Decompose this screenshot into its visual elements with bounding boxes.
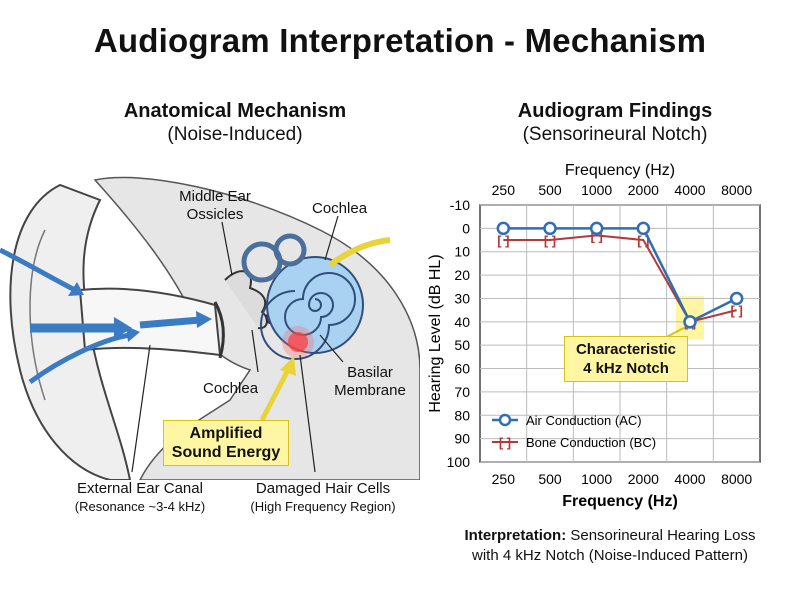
bone-conduction-marker: [ ] xyxy=(731,303,743,318)
leader-basilar xyxy=(319,334,344,363)
y-axis-title: Hearing Level (dB HL) xyxy=(427,254,444,412)
label-hair-line2: (High Frequency Region) xyxy=(250,499,396,514)
leader-hair-cells xyxy=(299,354,316,473)
x-tick-label-top: 2000 xyxy=(628,182,659,198)
y-tick-label: 90 xyxy=(454,431,470,447)
bone-conduction-marker: [ ] xyxy=(544,233,556,248)
interpretation-rest: Sensorineural Hearing Loss xyxy=(570,527,756,544)
cochlea-shape xyxy=(266,256,364,354)
cochlea-spiral xyxy=(260,272,356,360)
y-tick-label: 50 xyxy=(454,337,470,353)
x-tick-label-top: 500 xyxy=(538,182,562,198)
canal-arrow xyxy=(139,316,201,329)
x-tick-label-top: 8000 xyxy=(721,182,752,198)
y-tick-label: -10 xyxy=(450,197,470,213)
label-cochlea-top: Cochlea xyxy=(312,200,368,217)
y-tick-label: 100 xyxy=(447,454,471,470)
air-conduction-line xyxy=(503,227,738,324)
sound-wave-arrowhead-3 xyxy=(126,326,140,342)
y-tick-label: 20 xyxy=(454,267,470,283)
label-middle-ear: Middle Ear Ossicles xyxy=(160,188,270,224)
page-title: Audiogram Interpretation - Mechanism xyxy=(93,22,707,59)
label-basilar-line2: Membrane xyxy=(334,382,406,399)
x-tick-label-bottom: 4000 xyxy=(674,471,705,487)
legend-air-marker xyxy=(498,413,512,427)
damaged-region-glow xyxy=(282,326,314,358)
anatomy-heading: Anatomical Mechanism xyxy=(123,100,347,122)
damaged-region-dot xyxy=(288,332,308,352)
label-hair-line1: Damaged Hair Cells xyxy=(255,480,391,497)
interpretation-text: Interpretation: Sensorineural Hearing Lo… xyxy=(430,526,790,566)
notch-line2: 4 kHz Notch xyxy=(583,360,669,377)
air-conduction-marker xyxy=(683,315,697,329)
label-middle-ear-line2: Ossicles xyxy=(186,206,244,223)
leader-middle-ear xyxy=(221,221,233,276)
sound-wave-arrowhead-1 xyxy=(68,282,84,296)
label-canal-line2: (Resonance ~3-4 kHz) xyxy=(74,499,206,514)
audiogram-chart: -10 0 10 20 30 40 50 60 70 80 90 100 250 250 500 500 100… xyxy=(427,162,761,510)
label-basilar: Basilar Membrane xyxy=(330,364,410,400)
interpretation-line2: with 4 kHz Notch (Noise-Induced Pattern) xyxy=(472,547,748,564)
x-tick-label-bottom: 2000 xyxy=(628,471,659,487)
anatomy-subheading: (Noise-Induced) xyxy=(167,124,303,145)
air-conduction-marker xyxy=(636,221,651,236)
label-canal-line1: External Ear Canal xyxy=(77,480,203,497)
air-conduction-marker xyxy=(496,221,511,236)
amplified-energy-arrowhead xyxy=(280,356,296,376)
auditory-nerve xyxy=(328,237,391,268)
audiogram-subheading: (Sensorineural Notch) xyxy=(522,124,708,145)
interpretation-line1: Interpretation: Sensorineural Hearing Lo… xyxy=(430,526,790,546)
label-hair-cells: Damaged Hair Cells (High Frequency Regio… xyxy=(228,480,418,516)
ear-anatomy-illustration xyxy=(0,176,420,480)
x-tick-label-bottom: 250 xyxy=(492,471,516,487)
leader-canal xyxy=(131,344,151,473)
x-tick-label-bottom: 500 xyxy=(538,471,562,487)
label-basilar-line1: Basilar xyxy=(347,364,393,381)
notch-callout: Characteristic 4 kHz Notch xyxy=(564,336,688,382)
legend-bone-label: Bone Conduction (BC) xyxy=(526,435,656,450)
bone-conduction-line xyxy=(503,234,737,323)
x-tick-label-bottom: 8000 xyxy=(721,471,752,487)
x-tick-label-top: 250 xyxy=(492,182,516,198)
legend-bone-marker: [ ] xyxy=(499,435,511,450)
eardrum-line xyxy=(213,301,225,359)
y-tick-label: 30 xyxy=(454,290,470,306)
leader-cochlea-mid xyxy=(251,329,259,373)
sound-wave-arrow-1 xyxy=(0,247,77,293)
amplified-line2: Sound Energy xyxy=(171,444,281,461)
canal-arrowhead xyxy=(196,311,212,328)
y-tick-label: 0 xyxy=(462,220,470,236)
x-tick-label-top: 1000 xyxy=(581,182,612,198)
x-tick-label-bottom: 1000 xyxy=(581,471,612,487)
sound-wave-arrowhead-2 xyxy=(114,317,132,339)
air-conduction-marker xyxy=(729,291,744,306)
label-middle-ear-line1: Middle Ear xyxy=(179,188,251,205)
bone-conduction-marker: [ ] xyxy=(497,233,509,248)
notch-line1: Characteristic xyxy=(575,341,677,358)
interpretation-bold: Interpretation: xyxy=(464,527,567,544)
sound-wave-arrow-3 xyxy=(28,332,131,385)
x-axis-title-bottom: Frequency (Hz) xyxy=(562,493,678,510)
label-ear-canal: External Ear Canal (Resonance ~3-4 kHz) xyxy=(40,480,240,516)
y-tick-label: 40 xyxy=(454,314,470,330)
semicircular-canal-2 xyxy=(273,233,307,267)
amplified-line1: Amplified xyxy=(189,425,263,442)
label-cochlea-mid: Cochlea xyxy=(203,380,259,397)
air-conduction-marker xyxy=(543,221,557,236)
y-tick-label: 70 xyxy=(454,384,470,400)
legend-air-label: Air Conduction (AC) xyxy=(526,413,642,428)
y-tick-label: 60 xyxy=(454,361,470,377)
air-conduction-marker xyxy=(589,221,604,236)
leader-cochlea-top xyxy=(324,215,339,261)
x-tick-label-top: 4000 xyxy=(674,182,705,198)
x-axis-title-top: Frequency (Hz) xyxy=(565,162,675,179)
audiogram-heading: Audiogram Findings xyxy=(517,100,713,122)
amplified-energy-callout: Amplified Sound Energy xyxy=(163,420,289,466)
amplified-energy-arrow xyxy=(259,368,291,422)
y-tick-label: 80 xyxy=(454,407,470,423)
y-tick-label: 10 xyxy=(454,244,470,260)
